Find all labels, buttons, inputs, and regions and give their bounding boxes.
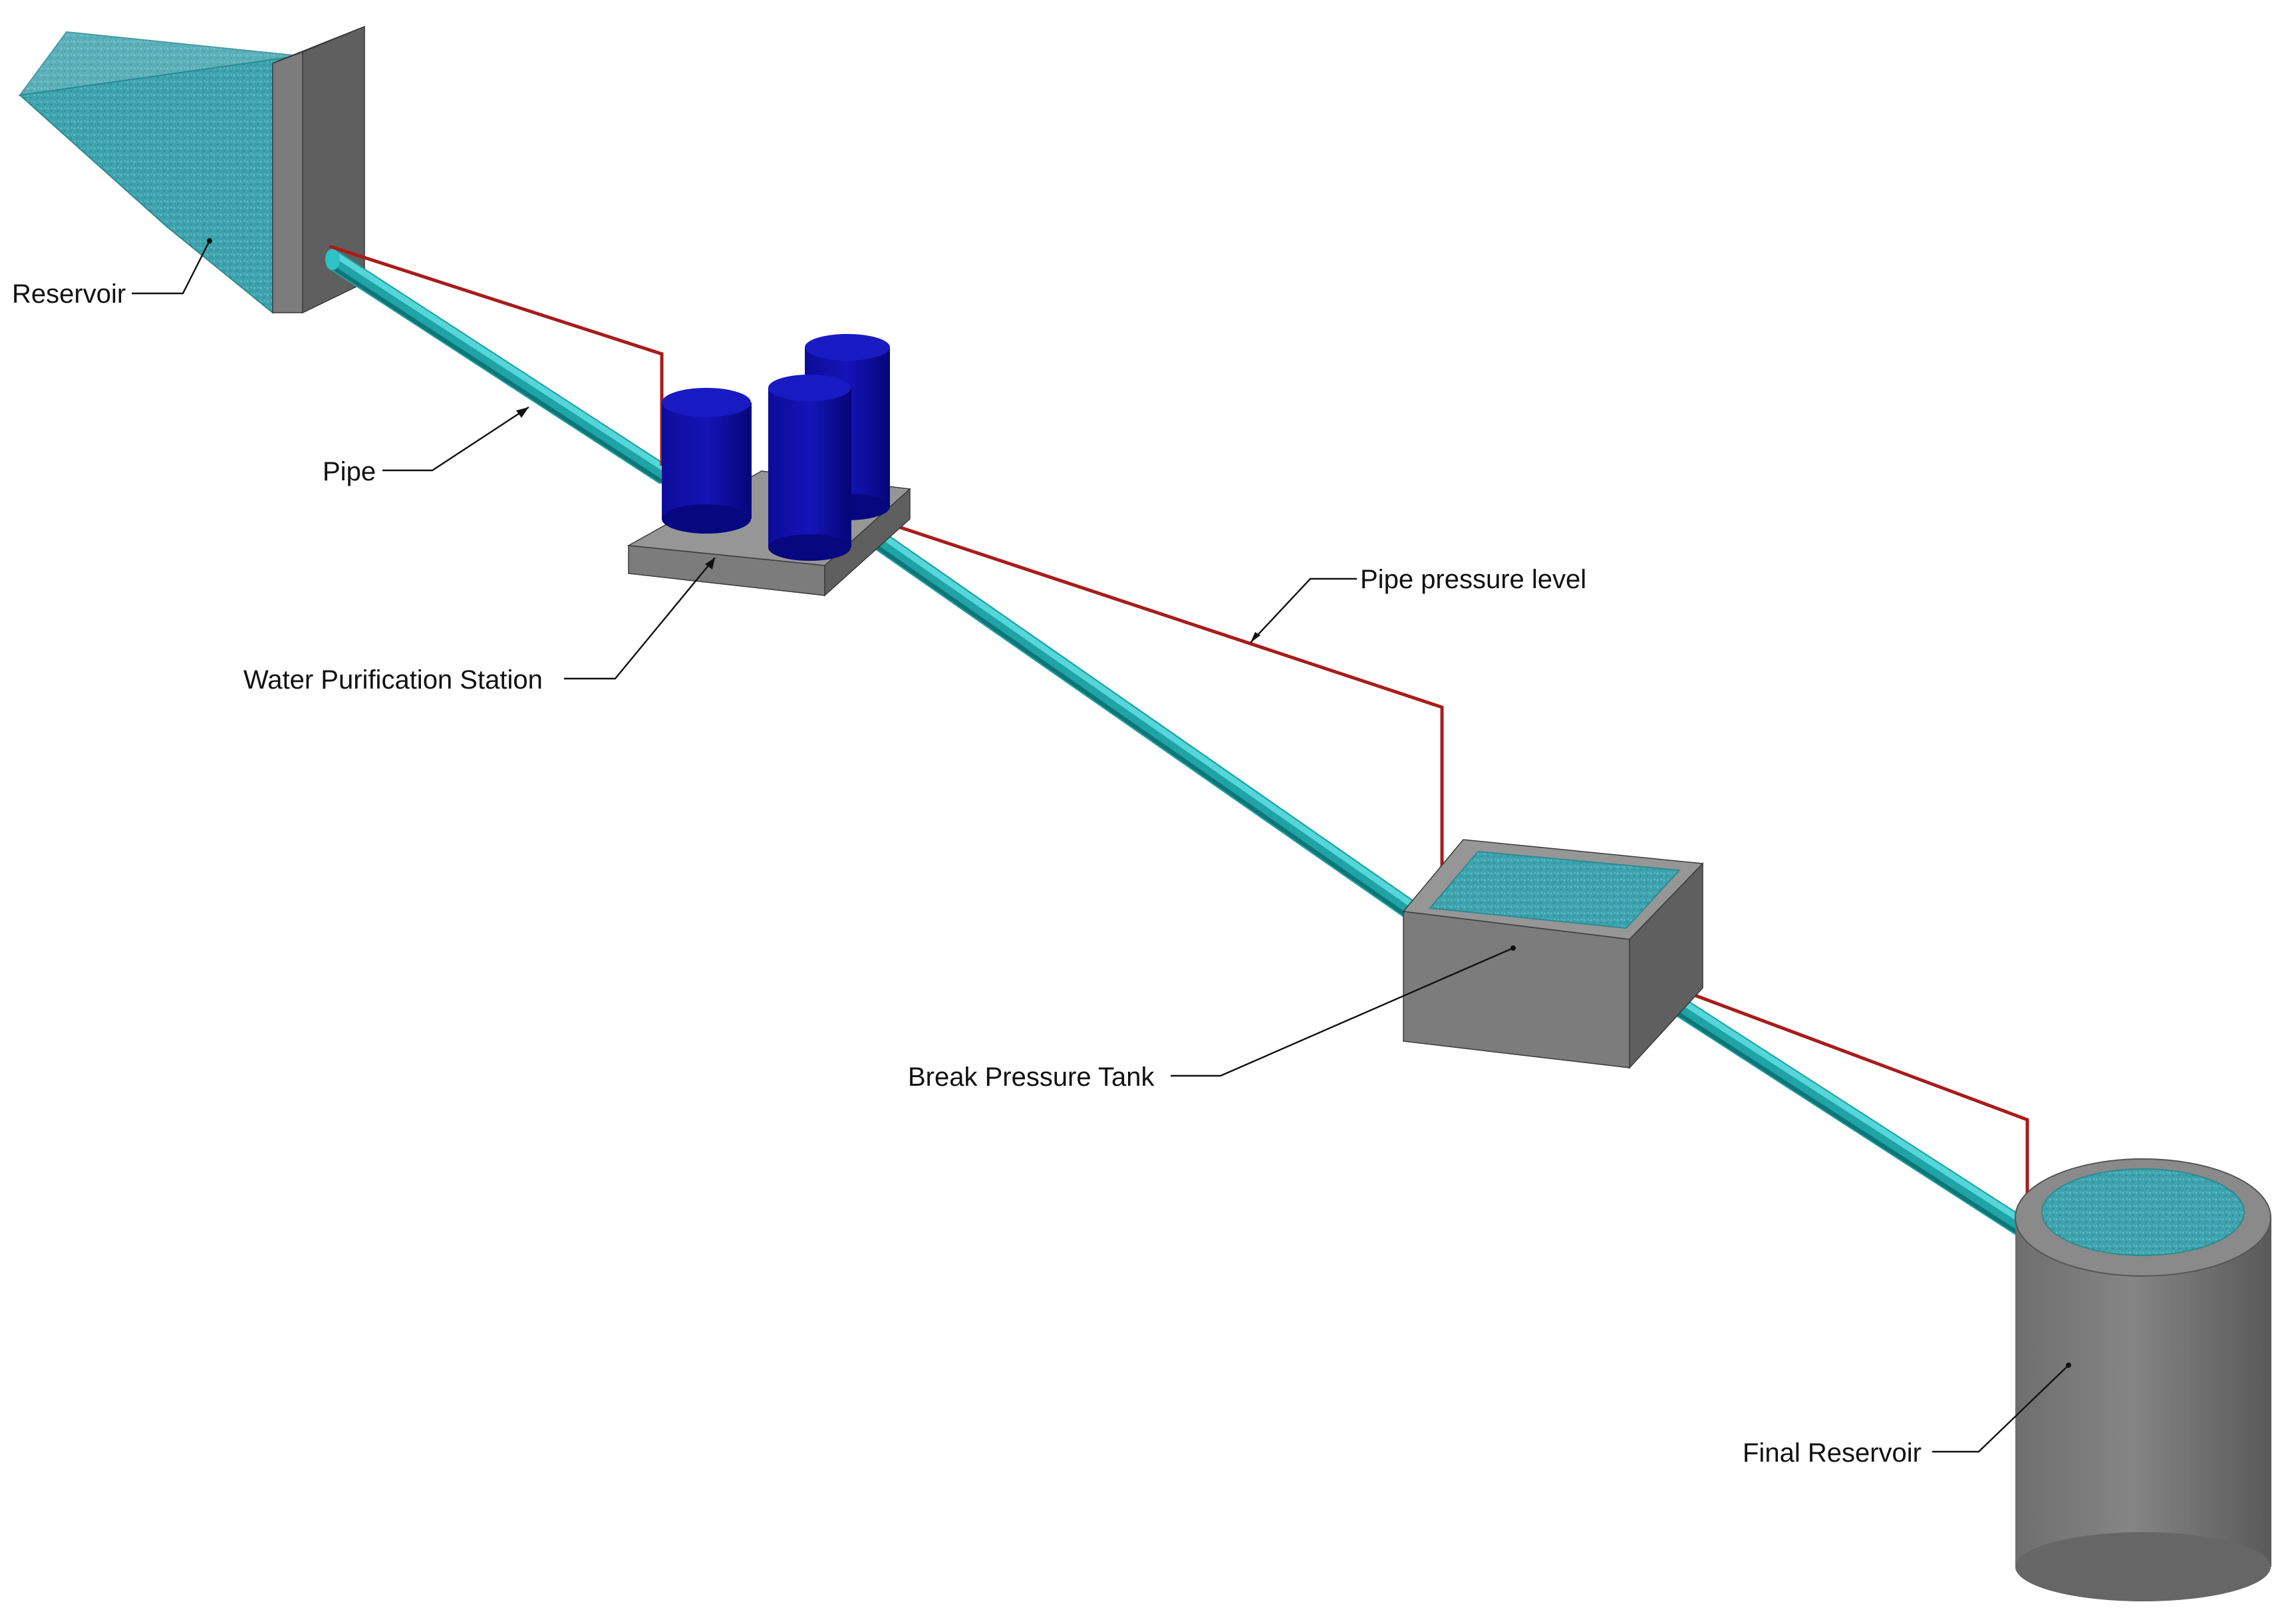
purification-tank-front: [768, 375, 851, 561]
leader-pipe-pressure-level: [1250, 577, 1357, 643]
reservoir-water-top: [18, 31, 300, 96]
pipe-segment-2: [850, 514, 1433, 931]
label-water-purification-station: Water Purification Station: [243, 665, 543, 695]
leader-lines: [132, 238, 2071, 1453]
bpt-water: [1429, 850, 1681, 929]
final-reservoir: [2015, 1158, 2271, 1601]
water-purification-station: [627, 334, 911, 597]
bpt-front: [1403, 911, 1630, 1068]
pipe-segment-1: [325, 249, 671, 486]
pressure-line-3: [1662, 981, 2029, 1204]
pressure-line-2: [854, 510, 1444, 885]
label-final-reservoir: Final Reservoir: [1743, 1438, 1922, 1468]
break-pressure-tank: [1402, 839, 1704, 1069]
label-reservoir: Reservoir: [12, 279, 126, 309]
label-pipe-pressure-level: Pipe pressure level: [1360, 565, 1586, 594]
leader-final-reservoir: [1932, 1365, 2069, 1453]
leader-reservoir: [132, 240, 211, 295]
pipe-segment-3: [1658, 987, 2028, 1237]
label-pipe: Pipe: [323, 457, 376, 486]
labels: Reservoir Pipe Water Purification Statio…: [12, 279, 1922, 1468]
leader-water-purification-station: [564, 557, 716, 680]
label-break-pressure-tank: Break Pressure Tank: [908, 1062, 1155, 1092]
final-reservoir-water: [2041, 1168, 2245, 1256]
reservoir: [18, 25, 365, 314]
purification-tank-left: [662, 388, 752, 534]
leader-pipe: [382, 406, 529, 472]
reservoir-water: [18, 55, 301, 314]
reservoir-dam-top: [272, 26, 365, 64]
bpt-side: [1629, 862, 1703, 1069]
reservoir-dam-front: [272, 51, 303, 313]
leader-break-pressure-tank: [1171, 947, 1514, 1077]
